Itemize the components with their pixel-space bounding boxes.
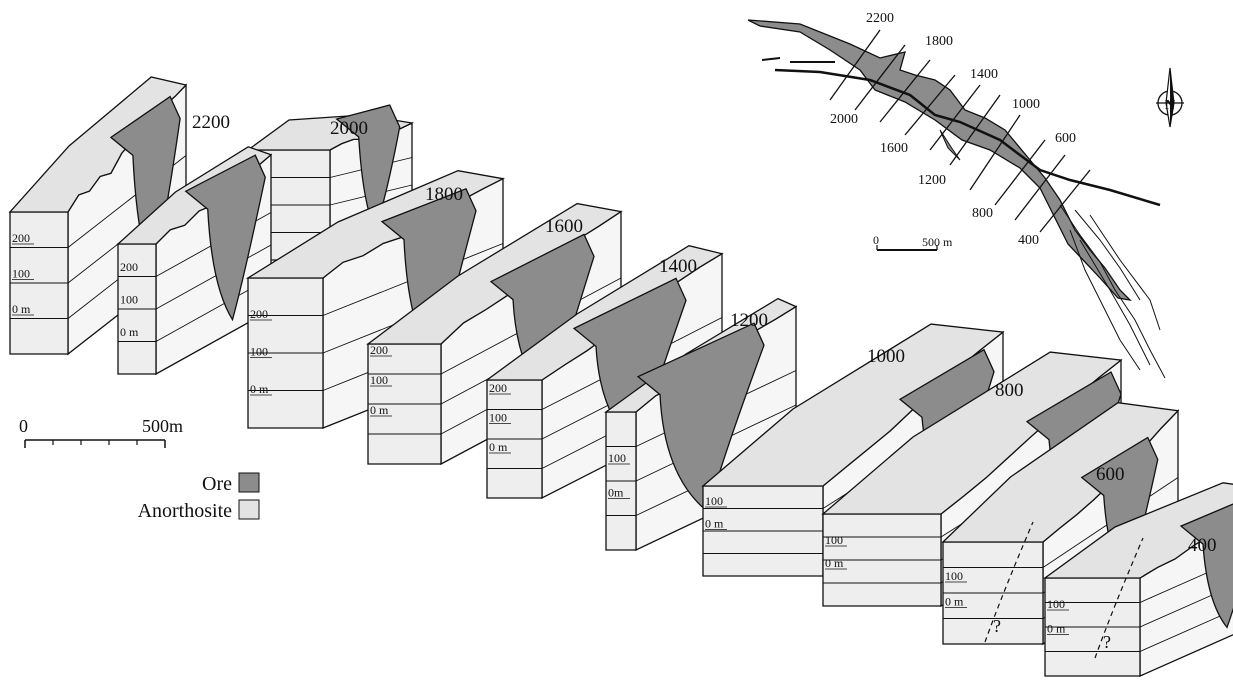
scale-bar-start: 0 [19,416,28,436]
elevation-label: 200 [12,231,30,245]
section-label: 2000 [330,118,368,139]
legend-ore-label: Ore [202,473,232,495]
elevation-label: 100 [120,293,138,307]
elevation-label: 0 m [120,325,139,339]
section-label: 400 [1188,535,1217,556]
elevation-label: 200 [250,307,268,321]
inset-label-2200: 2200 [866,11,894,26]
elevation-label: 0 m [1047,622,1066,636]
inset-map: 2200 1800 1400 1000 600 2000 1600 1200 8… [748,11,1184,378]
inset-scale-start: 0 [873,233,879,247]
elevation-label: 100 [945,569,963,583]
elevation-label: 0 m [705,517,724,531]
inset-label-1200: 1200 [918,173,946,188]
north-letter: N [1165,98,1175,113]
legend-anorthosite-label: Anorthosite [138,500,233,522]
inset-label-1800: 1800 [925,34,953,49]
inset-scale-end: 500 m [922,235,953,249]
section-label: 1200 [730,310,768,331]
section-label: 1400 [659,256,697,277]
elevation-label: 100 [825,533,843,547]
section-label: 1600 [545,216,583,237]
elevation-label: 200 [370,343,388,357]
elevation-label: 0 m [250,382,269,396]
section-label: 1000 [867,346,905,367]
section-label: 800 [995,380,1024,401]
inset-label-1600: 1600 [880,141,908,156]
inset-label-2000: 2000 [830,112,858,127]
elevation-label: 100 [12,267,30,281]
north-arrow-icon: N [1156,68,1184,127]
elevation-label: 100 [370,373,388,387]
inset-track [762,58,835,62]
elevation-label: 0 m [12,302,31,316]
elevation-label: 0 m [945,595,964,609]
inset-label-400: 400 [1018,233,1039,248]
elevation-label: 100 [489,411,507,425]
elevation-label: 100 [250,345,268,359]
scale-bar-end: 500m [142,416,183,436]
elevation-label: 0m [608,486,624,500]
inset-label-1000: 1000 [1012,97,1040,112]
inset-label-1400: 1400 [970,67,998,82]
inset-label-600: 600 [1055,131,1076,146]
section-label: 600 [1096,464,1125,485]
elevation-label: 100 [608,451,626,465]
elevation-label: 0 m [825,556,844,570]
section-label: 1800 [425,184,463,205]
elevation-label: 0 m [370,403,389,417]
elevation-label: 0 m [489,440,508,454]
elevation-label: 200 [120,260,138,274]
section-label: 2200 [192,112,230,133]
uncertain-mark: ? [993,616,1001,636]
legend-ore-swatch [239,473,259,492]
uncertain-mark: ? [1103,632,1111,652]
elevation-label: 100 [1047,597,1065,611]
legend: Ore Anorthosite [138,473,259,522]
scale-bar: 0 500m [19,416,183,448]
inset-label-800: 800 [972,206,993,221]
elevation-label: 100 [705,494,723,508]
legend-anorthosite-swatch [239,500,259,519]
elevation-label: 200 [489,381,507,395]
